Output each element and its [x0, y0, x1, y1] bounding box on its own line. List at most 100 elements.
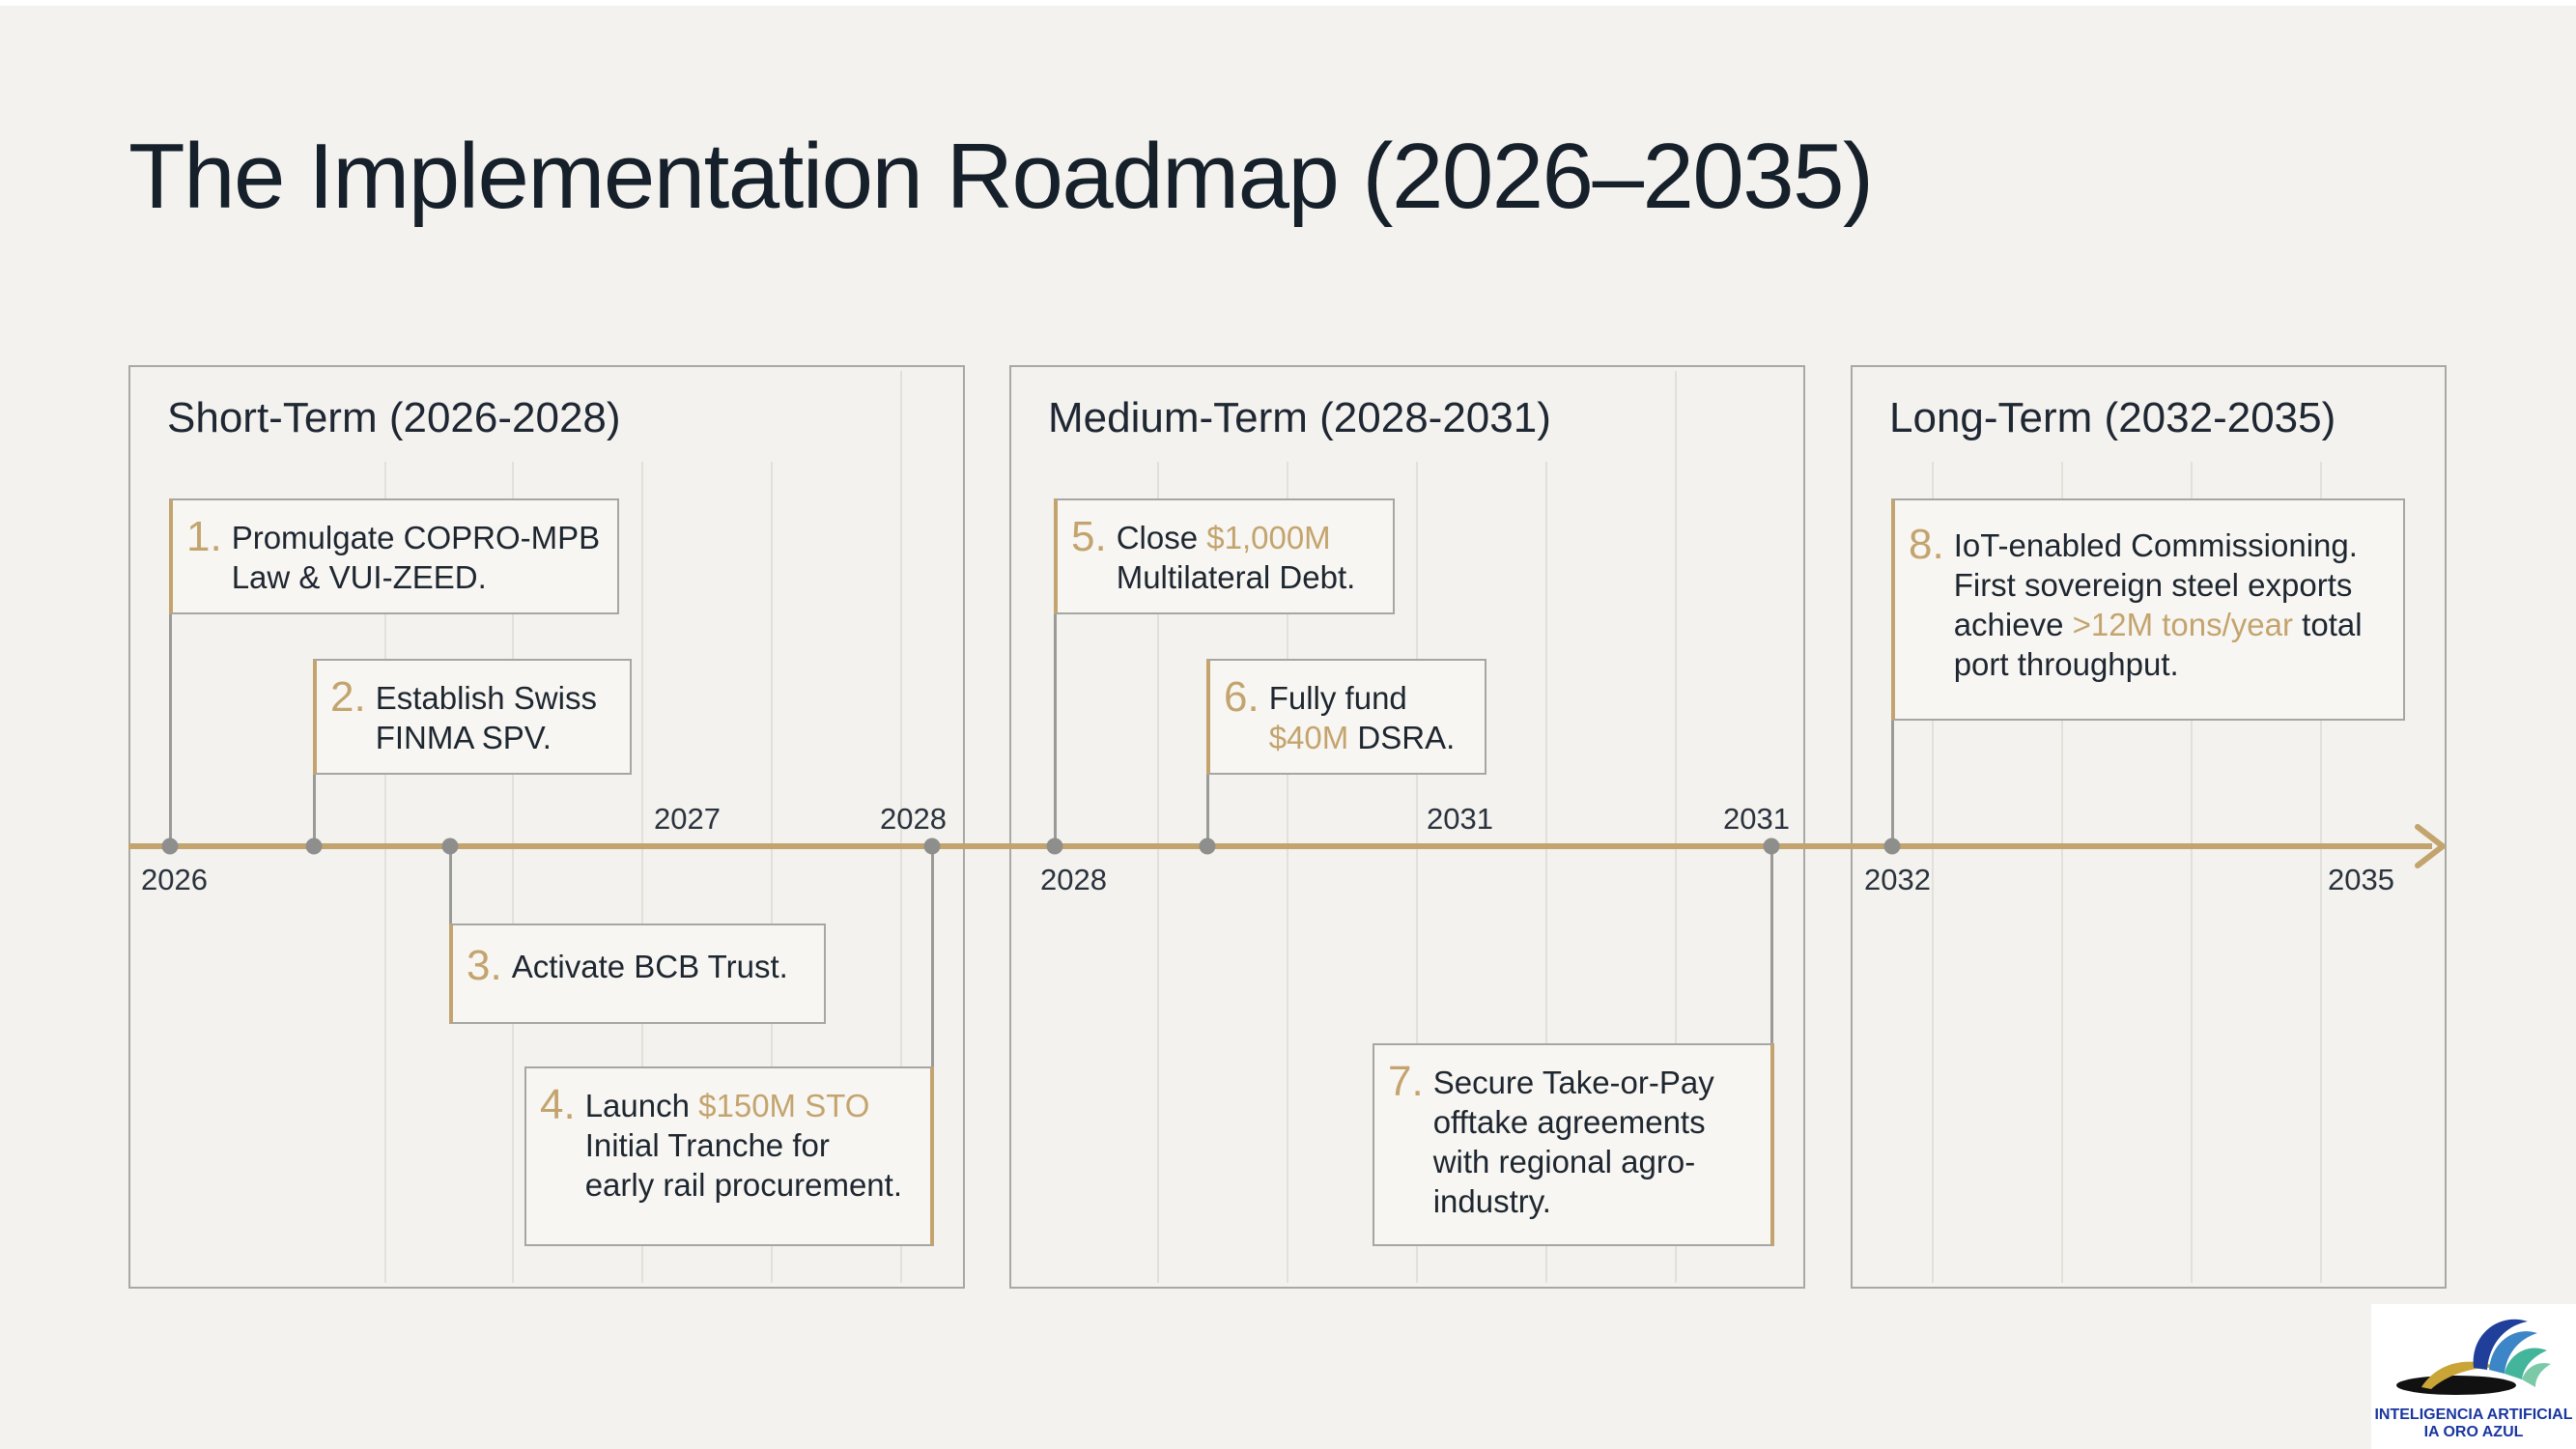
top-edge — [0, 0, 2576, 6]
text-fragment: with regional agro- — [1432, 1144, 1696, 1179]
timeline-dot — [305, 838, 323, 855]
text-fragment: FINMA SPV. — [375, 720, 552, 755]
highlight-text: $150M STO — [698, 1088, 870, 1123]
text-fragment: DSRA. — [1348, 720, 1456, 755]
arrow-right-icon — [2415, 824, 2446, 868]
text-fragment: Launch — [584, 1088, 699, 1123]
grid-line — [512, 462, 514, 1283]
year-label: 2028 — [880, 802, 947, 836]
text-fragment: Activate BCB Trust. — [511, 949, 788, 984]
text-fragment: industry. — [1432, 1183, 1551, 1219]
text-fragment: total — [2293, 607, 2363, 642]
timeline-axis — [128, 843, 2432, 849]
text-fragment: port throughput. — [1953, 646, 2179, 682]
grid-line — [641, 462, 643, 1283]
year-label: 2026 — [141, 863, 208, 896]
phase-panel-short-term — [128, 365, 965, 1289]
highlight-text: >12M tons/year — [2072, 607, 2293, 642]
grid-line — [1545, 462, 1547, 1283]
milestone-number: 7. — [1388, 1058, 1424, 1105]
connector-6 — [1206, 775, 1209, 846]
text-fragment: First sovereign steel exports — [1953, 567, 2353, 603]
grid-line — [1416, 462, 1418, 1283]
text-fragment: achieve — [1953, 607, 2073, 642]
milestone-1: 1. Promulgate COPRO-MPB Law & VUI-ZEED. — [169, 498, 619, 614]
milestone-3: 3. Activate BCB Trust. — [449, 923, 826, 1024]
highlight-text: $1,000M — [1206, 520, 1331, 555]
milestone-text: Launch $150M STO Initial Tranche for early… — [585, 1086, 902, 1205]
year-label: 2032 — [1864, 863, 1931, 896]
swirl-globe-icon — [2396, 1319, 2551, 1395]
text-fragment: Fully fund — [1268, 680, 1407, 716]
text-fragment: IoT-enabled Commissioning. — [1953, 527, 2358, 563]
milestone-number: 5. — [1071, 513, 1107, 560]
milestone-text: Fully fund $40M DSRA. — [1269, 678, 1456, 757]
milestone-text: Promulgate COPRO-MPB Law & VUI-ZEED. — [232, 518, 600, 597]
text-fragment: Initial Tranche for — [584, 1127, 830, 1163]
phase-label-medium-term: Medium-Term (2028-2031) — [1048, 394, 1551, 441]
phase-panel-long-term — [1851, 365, 2447, 1289]
grid-line — [900, 371, 902, 1283]
text-fragment: Establish Swiss — [375, 680, 597, 716]
timeline-dot — [1046, 838, 1063, 855]
milestone-8: 8. IoT-enabled Commissioning. First sover… — [1891, 498, 2405, 721]
phase-label-long-term: Long-Term (2032-2035) — [1889, 394, 2336, 441]
milestone-text: Close $1,000M Multilateral Debt. — [1117, 518, 1356, 597]
ia-oro-azul-logo: INTELIGENCIA ARTIFICIAL IA ORO AZUL — [2371, 1304, 2576, 1449]
year-label: 2028 — [1040, 863, 1107, 896]
year-label: 2035 — [2328, 863, 2394, 896]
milestone-text: Secure Take-or-Pay offtake agreements with… — [1433, 1063, 1714, 1221]
milestone-number: 1. — [186, 513, 222, 560]
milestone-number: 4. — [540, 1081, 576, 1128]
grid-line — [384, 462, 386, 1283]
milestone-6: 6. Fully fund $40M DSRA. — [1206, 659, 1486, 775]
year-label: 2027 — [654, 802, 721, 836]
milestone-7: 7. Secure Take-or-Pay offtake agreements w… — [1373, 1043, 1774, 1246]
text-fragment: Secure Take-or-Pay — [1432, 1065, 1714, 1100]
milestone-number: 8. — [1909, 521, 1944, 568]
grid-line — [2061, 462, 2063, 1283]
timeline-dot — [923, 838, 941, 855]
milestone-number: 3. — [467, 942, 502, 989]
connector-4 — [931, 846, 934, 1066]
milestone-text: Activate BCB Trust. — [512, 947, 788, 986]
connector-3 — [449, 846, 452, 923]
timeline-dot — [1199, 838, 1216, 855]
timeline-dot — [1763, 838, 1780, 855]
milestone-text: IoT-enabled Commissioning. First sovereig… — [1954, 526, 2363, 684]
year-label: 2031 — [1427, 802, 1493, 836]
connector-7 — [1770, 846, 1773, 1043]
highlight-text: $40M — [1268, 720, 1349, 755]
text-fragment: Multilateral Debt. — [1116, 559, 1356, 595]
timeline-dot — [161, 838, 179, 855]
connector-2 — [313, 775, 316, 846]
grid-line — [2320, 462, 2322, 1283]
milestone-5: 5. Close $1,000M Multilateral Debt. — [1054, 498, 1395, 614]
timeline-dot — [441, 838, 459, 855]
milestone-number: 6. — [1224, 673, 1260, 721]
connector-1 — [169, 614, 172, 846]
grid-line — [1675, 371, 1677, 1283]
logo-text-line-1: INTELIGENCIA ARTIFICIAL — [2374, 1406, 2573, 1423]
text-fragment: early rail procurement. — [584, 1167, 902, 1203]
grid-line — [1287, 462, 1288, 1283]
phase-label-short-term: Short-Term (2026-2028) — [167, 394, 621, 441]
milestone-4: 4. Launch $150M STO Initial Tranche for ea… — [524, 1066, 934, 1246]
text-fragment: offtake agreements — [1432, 1104, 1706, 1140]
timeline-dot — [1883, 838, 1901, 855]
grid-line — [1157, 462, 1159, 1283]
text-fragment: Close — [1116, 520, 1207, 555]
logo-text-line-2: IA ORO AZUL — [2423, 1424, 2524, 1440]
text-fragment: Promulgate COPRO-MPB — [231, 520, 601, 555]
connector-5 — [1054, 614, 1057, 846]
grid-line — [1932, 462, 1934, 1283]
milestone-number: 2. — [330, 673, 366, 721]
year-label: 2031 — [1723, 802, 1790, 836]
text-fragment: Law & VUI-ZEED. — [231, 559, 487, 595]
connector-8 — [1891, 721, 1894, 846]
grid-line — [2191, 462, 2193, 1283]
grid-line — [771, 462, 773, 1283]
